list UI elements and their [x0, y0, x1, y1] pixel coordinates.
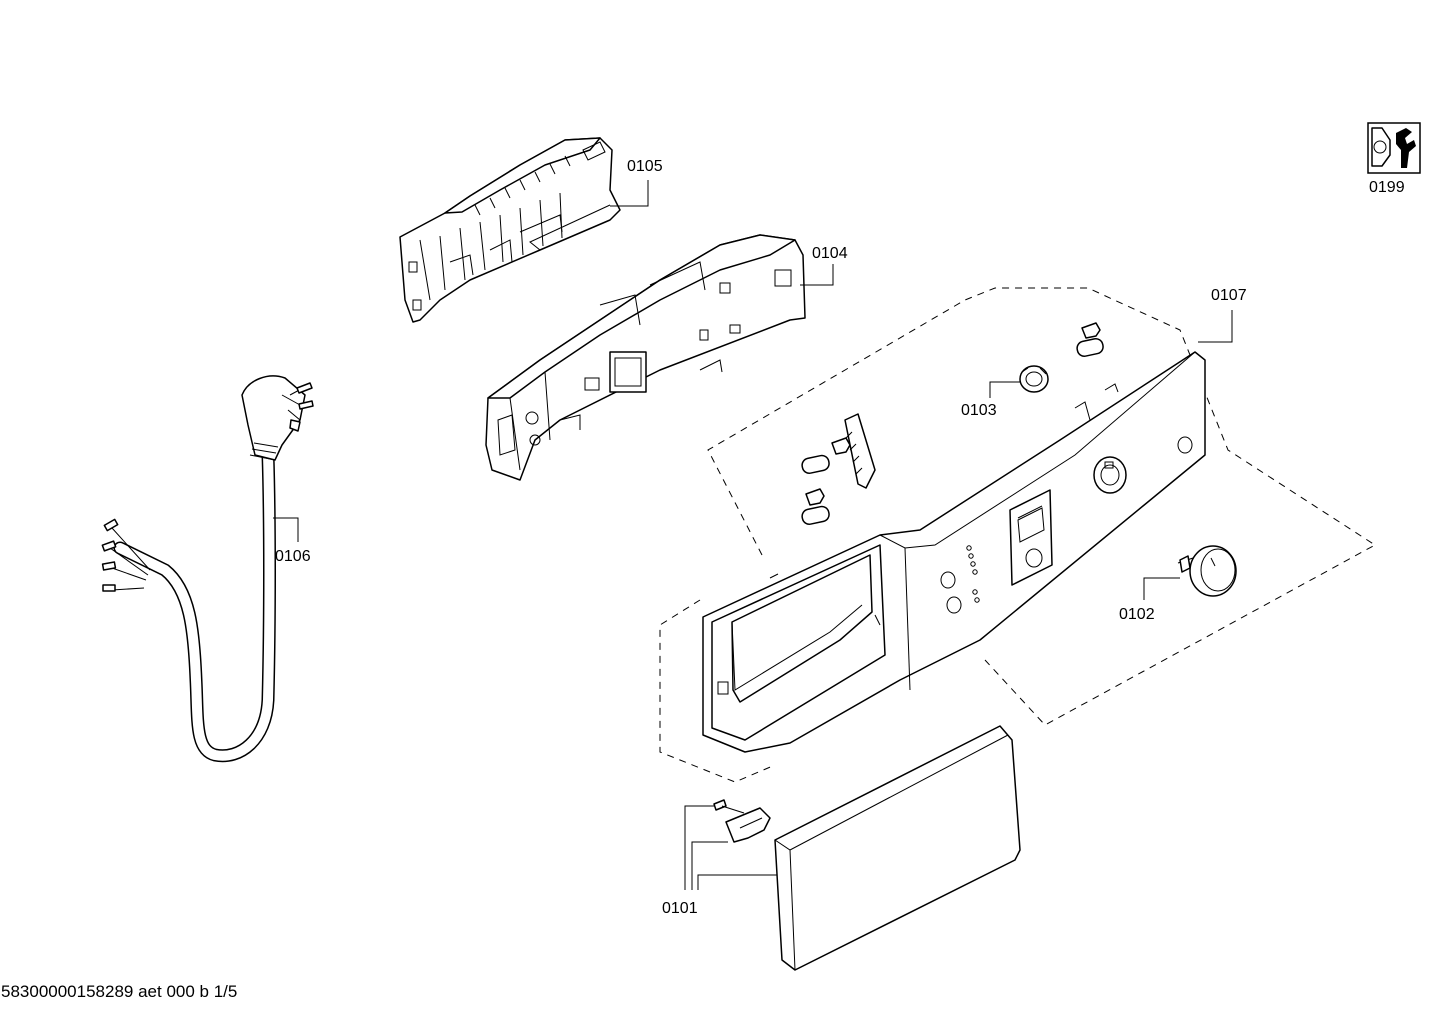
part-led-holders[interactable] [801, 322, 1105, 526]
callout-0104: 0104 [800, 245, 848, 286]
label-0102: 0102 [1119, 606, 1155, 623]
part-0102-rotary-knob[interactable] [1177, 545, 1237, 597]
part-0105-control-unit-cover[interactable] [399, 137, 621, 323]
callout-0199: 0199 [1369, 179, 1405, 196]
label-0103: 0103 [961, 402, 997, 419]
label-0105: 0105 [627, 158, 663, 175]
part-0107-control-panel[interactable] [702, 351, 1206, 753]
callout-0106: 0106 [273, 517, 311, 565]
callout-0103: 0103 [961, 381, 1020, 419]
part-0103-knob-bearing[interactable] [1019, 365, 1049, 393]
label-0199: 0199 [1369, 179, 1405, 196]
part-0101-drawer-handle[interactable] [713, 725, 1021, 971]
label-0107: 0107 [1211, 287, 1247, 304]
callout-0105: 0105 [610, 158, 663, 207]
callout-0101: 0101 [662, 805, 777, 917]
part-0104-control-module-housing[interactable] [485, 234, 806, 481]
callout-0102: 0102 [1119, 577, 1180, 623]
part-0106-power-cord[interactable] [101, 375, 314, 763]
document-id: 58300000158289 aet 000 b 1/5 [1, 982, 238, 1001]
group-0107-outline [659, 287, 1376, 783]
label-0104: 0104 [812, 245, 848, 262]
label-0101: 0101 [662, 900, 698, 917]
callout-0107: 0107 [1198, 287, 1247, 343]
label-0106: 0106 [275, 548, 311, 565]
part-0199-service-icon[interactable] [1367, 122, 1421, 174]
